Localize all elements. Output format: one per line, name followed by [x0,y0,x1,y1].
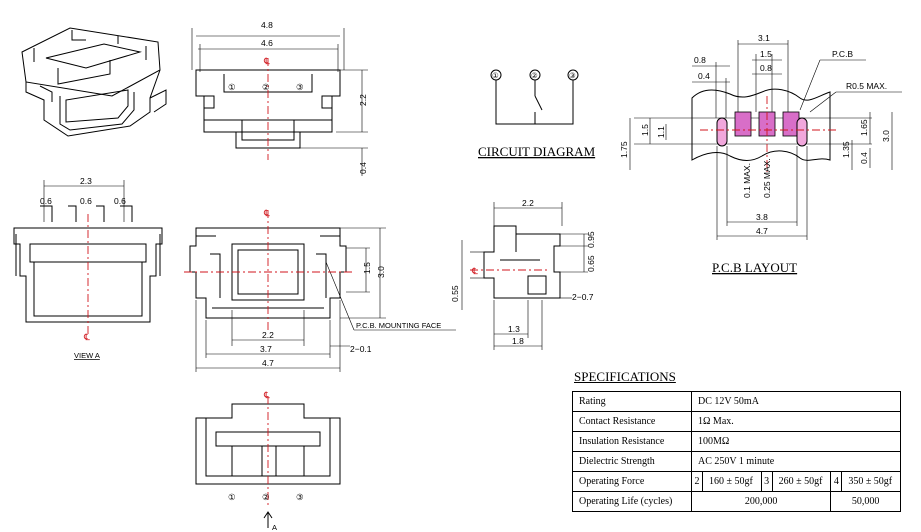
side-dim-095: 0.95 [586,231,596,248]
side-dim-pin: 2−0.7 [572,292,594,302]
spec-name: Contact Resistance [572,411,692,432]
bottom-view: ℄ ① ② ③ A [195,390,341,532]
spec-value: 100MΩ [691,431,901,452]
spec-row: Insulation Resistance 100MΩ [572,431,901,452]
view-a-dim-span: 2.3 [80,176,92,186]
pcb-dim-38: 3.8 [756,212,768,222]
side-view: 2.2 0.95 0.65 0.55 2−0.7 1.3 1.8 ℄ [450,198,596,350]
spec-value: DC 12V 50mA [691,391,901,412]
bottom-centerline-mark: ℄ [263,390,270,400]
spec-name: Insulation Resistance [572,431,692,452]
side-dim-065: 0.65 [586,255,596,272]
front-centerline-mark: ℄ [263,208,270,218]
spec-name: Operating Life (cycles) [572,491,692,512]
force-option-number: 2 [691,471,703,492]
force-option-value: 350 ± 50gf [841,471,901,492]
force-option-number: 4 [830,471,843,492]
pcb-dim-15v: 1.5 [640,124,650,136]
circuit-diagram: ① ② ③ CIRCUIT DIAGRAM [478,69,596,159]
spec-row-life: Operating Life (cycles) 200,000 50,000 [572,491,901,512]
bottom-view-marker: A [272,523,277,532]
view-a-dim-pin-3: 0.6 [114,196,126,206]
circuit-terminal-2: ② [531,71,538,80]
circuit-title: CIRCUIT DIAGRAM [478,144,596,159]
spec-row: Contact Resistance 1Ω Max. [572,411,901,432]
pcb-title: P.C.B LAYOUT [712,260,797,275]
view-a-caption: VIEW A [74,351,100,360]
bottom-terminal-2: ② [262,492,270,502]
spec-value: 1Ω Max. [691,411,901,432]
side-centerline-mark: ℄ [471,266,478,276]
pcb-dim-04v: 0.4 [859,152,869,164]
front-dim-inner: 2.2 [262,330,274,340]
spec-name: Rating [572,391,692,412]
spec-name: Operating Force [572,471,692,492]
view-a-dim-pin-2: 0.6 [80,196,92,206]
top-dim-overall: 4.8 [261,20,273,30]
force-option-number: 3 [760,471,773,492]
pcb-dim-31: 3.1 [758,33,770,43]
life-value: 200,000 [690,491,832,512]
spec-row: Dielectric Strength AC 250V 1 minute [572,451,901,472]
pcb-dim-01: 0.1 MAX. [742,163,752,198]
top-dim-inner: 4.6 [261,38,273,48]
front-view: 2.2 3.7 4.7 3.0 1.5 P.C.B. MOUNTING FACE… [184,208,456,372]
side-dim-13: 1.3 [508,324,520,334]
pcb-dim-30: 3.0 [881,130,891,142]
spec-name: Dielectric Strength [572,451,692,472]
front-dim-height-inner: 1.5 [362,262,372,274]
circuit-terminal-1: ① [492,71,499,80]
side-dim-18: 1.8 [512,336,524,346]
front-mounting-label: P.C.B. MOUNTING FACE [356,321,441,330]
side-dim-top: 2.2 [522,198,534,208]
pcb-dim-175: 1.75 [619,141,629,158]
view-a-centerline-mark: ℄ [83,332,90,342]
bottom-terminal-3: ③ [296,492,304,502]
side-dim-055: 0.55 [450,285,460,302]
top-terminal-2: ② [262,82,270,92]
top-terminal-1: ① [228,82,236,92]
pcb-label: P.C.B [832,49,853,59]
pcb-dim-025: 0.25 MAX. [762,158,772,198]
bottom-terminal-1: ① [228,492,236,502]
top-dim-stem: 0.4 [358,162,368,174]
top-dim-height: 2.2 [358,94,368,106]
force-option-value: 160 ± 50gf [702,471,762,492]
life-value: 50,000 [830,491,901,512]
specifications-table: Rating DC 12V 50mA Contact Resistance 1Ω… [572,391,901,512]
top-view: 4.8 4.6 2.2 0.4 ℄ ① ② ③ [191,20,368,176]
view-a: 2.3 0.6 0.6 0.6 ℄ VIEW A [13,176,163,360]
pcb-dim-47: 4.7 [756,226,768,236]
specifications-title: SPECIFICATIONS [574,369,676,384]
top-terminal-3: ③ [296,82,304,92]
pcb-label-radius: R0.5 MAX. [846,81,887,91]
circuit-terminal-3: ③ [569,71,576,80]
front-dim-overall: 4.7 [262,358,274,368]
pcb-dim-08a: 0.8 [694,55,706,65]
pcb-dim-165: 1.65 [859,119,869,136]
pcb-dim-15: 1.5 [760,49,772,59]
spec-value: AC 250V 1 minute [691,451,901,472]
front-mounting-dim: 2−0.1 [350,344,372,354]
pcb-dim-135: 1.35 [841,141,851,158]
spec-row: Rating DC 12V 50mA [572,391,901,412]
pcb-dim-11: 1.1 [656,126,666,138]
pcb-dim-08b: 0.8 [760,63,772,73]
front-dim-height-outer: 3.0 [376,266,386,278]
pcb-dim-04: 0.4 [698,71,710,81]
pcb-layout: 3.1 1.5 0.8 0.8 0.4 P.C.B R0.5 MAX. 0.1 … [619,33,902,275]
view-a-dim-pin-1: 0.6 [40,196,52,206]
top-centerline-mark: ℄ [263,56,270,66]
isometric-view [21,27,167,137]
spec-row-force: Operating Force 2 160 ± 50gf 3 260 ± 50g… [572,471,901,492]
front-dim-body: 3.7 [260,344,272,354]
force-option-value: 260 ± 50gf [771,471,832,492]
